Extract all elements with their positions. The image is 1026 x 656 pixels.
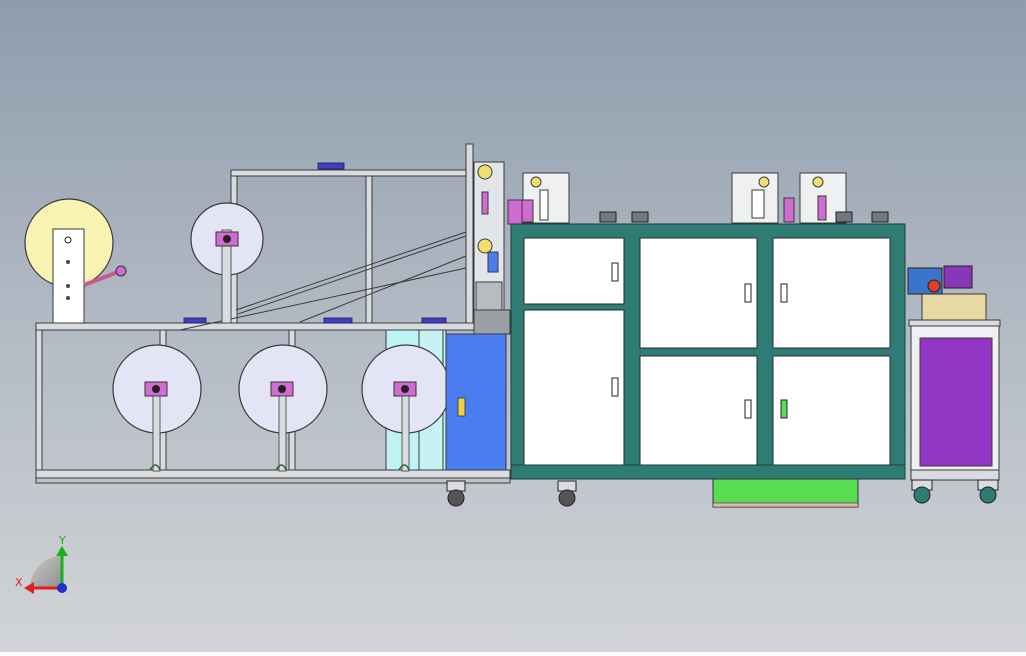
main-cabinet <box>507 172 906 480</box>
cabinet-panel <box>523 237 625 305</box>
cabinet-panel <box>772 237 891 349</box>
caster-icon <box>977 479 999 504</box>
cabinet-panel <box>523 309 625 466</box>
axis-y-label: Y <box>58 534 66 547</box>
handle-icon[interactable] <box>744 283 752 303</box>
frame-mount-tabs <box>183 162 447 324</box>
caster-icon <box>911 479 933 504</box>
cabinet-panel <box>639 355 758 466</box>
green-collection-tray <box>712 478 859 508</box>
caster-icon <box>446 480 466 507</box>
cabinet-panel <box>772 355 891 466</box>
drive-unit <box>908 293 1001 481</box>
top-clamps <box>599 211 889 223</box>
welding-head-right <box>731 172 847 224</box>
folding-tower <box>473 161 511 335</box>
cabinet-panel <box>639 237 758 349</box>
axis-x-label: X <box>15 576 23 589</box>
handle-icon[interactable] <box>611 262 619 282</box>
handle-icon[interactable] <box>457 397 466 417</box>
handle-icon[interactable] <box>744 399 752 419</box>
handle-icon[interactable] <box>611 377 619 397</box>
handle-icon[interactable] <box>780 399 788 419</box>
blue-access-panel <box>445 333 507 471</box>
roll-icon <box>238 344 328 472</box>
axis-triad-icon: Y X <box>15 534 68 594</box>
motor-icon <box>907 265 973 295</box>
roll-icon <box>361 344 451 472</box>
welding-head-left <box>507 172 570 225</box>
roll-icon <box>112 344 202 472</box>
tension-springs <box>149 464 410 471</box>
roll-icon <box>190 202 264 324</box>
roll-icon <box>24 198 127 324</box>
handle-icon[interactable] <box>780 283 788 303</box>
caster-icon <box>557 480 577 507</box>
